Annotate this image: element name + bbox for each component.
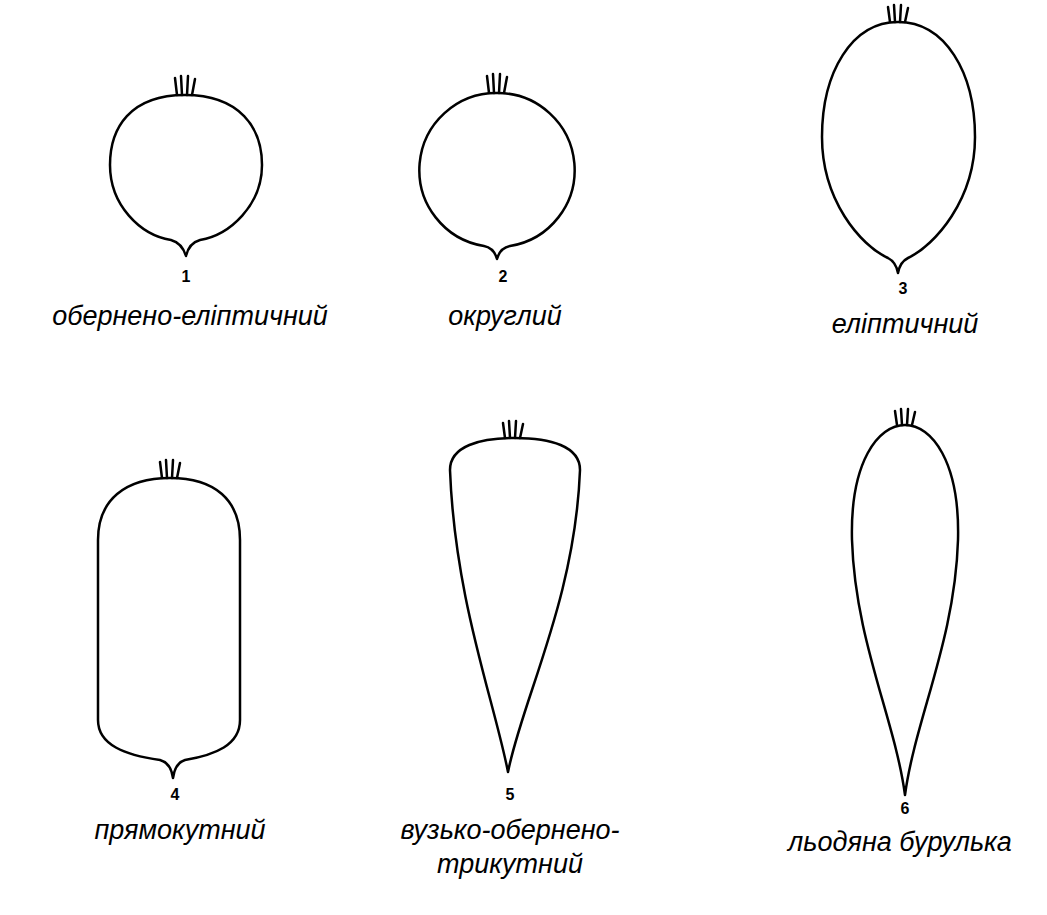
root-shape-narrow-obtriangular [450, 438, 580, 772]
root-shape-elliptic [822, 22, 975, 273]
root-shape-icicle [852, 425, 958, 795]
leaf-stalks [888, 5, 908, 22]
leaf-stalks [160, 460, 180, 478]
shape-name: округлий [448, 300, 562, 334]
leaf-stalks [895, 409, 915, 425]
leaf-stalks [487, 74, 507, 93]
callout-number: 4 [171, 786, 180, 804]
leaf-stalks [175, 76, 195, 95]
callout-number: 6 [901, 800, 910, 818]
shape-name: обернено-еліптичний [52, 300, 328, 334]
callout-number: 3 [899, 280, 908, 298]
shape-name: вузько-обернено- трикутний [375, 814, 645, 882]
shape-name: прямокутний [94, 814, 265, 848]
root-shape-obovate [110, 95, 262, 256]
root-shape-round [419, 93, 574, 259]
shape-name: еліптичний [832, 308, 979, 342]
callout-number: 5 [506, 786, 515, 804]
callout-number: 2 [499, 268, 508, 286]
shape-name: льодяна бурулька [788, 826, 1012, 860]
leaf-stalks [503, 421, 523, 438]
callout-number: 1 [182, 268, 191, 286]
root-shape-rectangular [98, 478, 240, 778]
